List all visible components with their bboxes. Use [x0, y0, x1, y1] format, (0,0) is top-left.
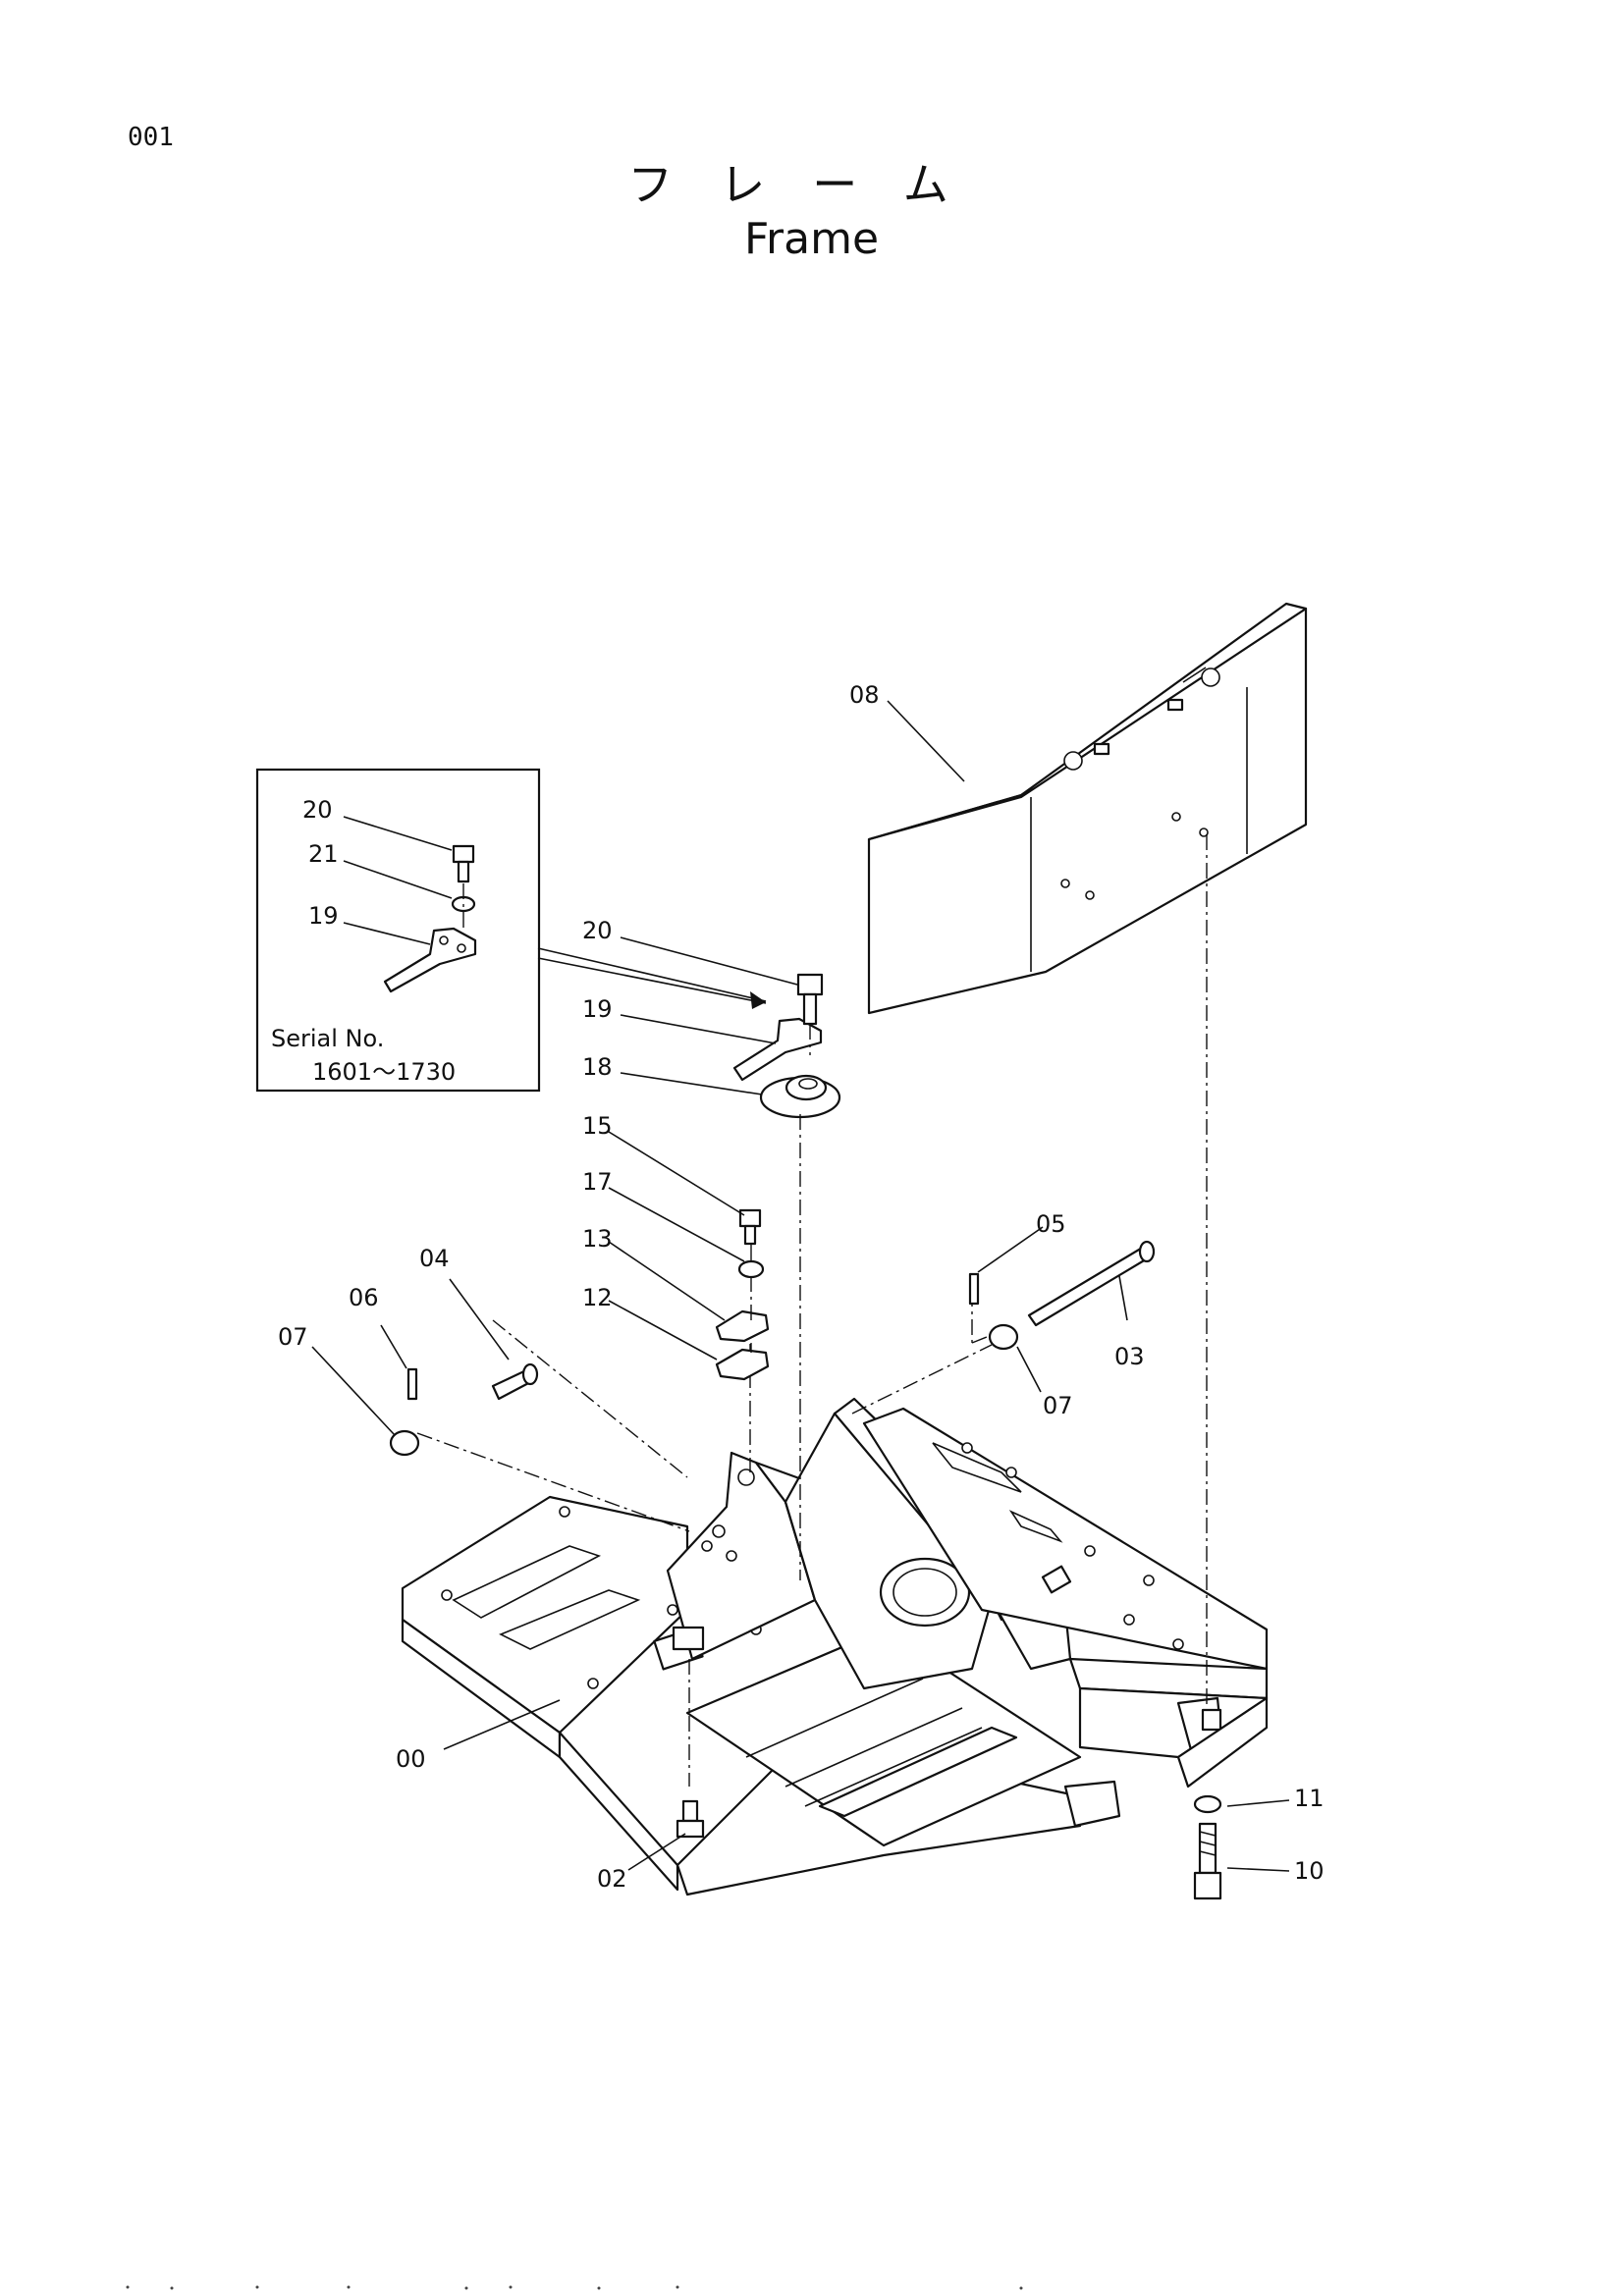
part-12-plate — [715, 1348, 770, 1381]
part-19-plate — [732, 1017, 823, 1082]
counterweight — [867, 602, 1308, 1015]
inset-callout-21: 21 — [308, 840, 339, 868]
callout-17: 17 — [582, 1168, 613, 1196]
page-title-japanese: フレーム — [627, 158, 996, 211]
part-02-bolt — [676, 1799, 705, 1839]
callout-03: 03 — [1114, 1343, 1145, 1370]
callout-00: 00 — [396, 1745, 426, 1773]
part-06-dowel — [406, 1367, 418, 1401]
part-13-plate — [715, 1309, 770, 1343]
inset-callout-20: 20 — [302, 796, 333, 824]
leader-lines — [311, 700, 1290, 1872]
part-17-washer — [737, 1259, 765, 1279]
part-07-bushing-left — [389, 1429, 420, 1457]
part-15-bolt — [738, 1208, 762, 1246]
callout-12: 12 — [582, 1284, 613, 1311]
callout-07-right: 07 — [1043, 1392, 1073, 1419]
page-number: 001 — [128, 123, 174, 152]
callout-08: 08 — [849, 681, 880, 709]
inset-callout-19: 19 — [308, 902, 339, 930]
callout-04: 04 — [419, 1245, 450, 1272]
callout-11: 11 — [1294, 1785, 1325, 1812]
part-10-bolt — [1193, 1822, 1222, 1900]
page-title-english: Frame — [743, 214, 880, 264]
callout-labels: 08 20 19 18 15 17 13 12 04 06 07 05 03 0… — [278, 681, 1325, 1893]
inset-serial-range: 1601～1730 — [312, 1058, 456, 1086]
inset-plate — [383, 927, 477, 993]
callout-06: 06 — [349, 1284, 379, 1311]
callout-10: 10 — [1294, 1857, 1325, 1885]
part-11-washer — [1193, 1794, 1222, 1814]
callout-05: 05 — [1036, 1210, 1066, 1238]
inset-bolt — [452, 844, 475, 883]
callout-15: 15 — [582, 1112, 613, 1140]
part-18-mount — [759, 1074, 841, 1119]
part-05-dowel — [968, 1272, 980, 1306]
callout-18: 18 — [582, 1053, 613, 1081]
callout-13: 13 — [582, 1225, 613, 1253]
part-04-pin — [491, 1362, 539, 1401]
part-03-pin — [1027, 1240, 1156, 1327]
inset-pointer-arrow — [537, 947, 767, 1009]
callout-20: 20 — [582, 917, 613, 944]
callout-07-left: 07 — [278, 1323, 308, 1351]
inset-serial-label: Serial No. — [271, 1025, 384, 1052]
part-07-bushing-right — [988, 1323, 1019, 1351]
serial-inset: 20 21 19 Serial No. 1601～1730 — [255, 768, 541, 1093]
main-frame — [401, 1291, 1269, 1896]
part-20-bolt — [796, 973, 824, 1026]
callout-02: 02 — [597, 1865, 627, 1893]
callout-19: 19 — [582, 995, 613, 1023]
scan-artifacts — [126, 2285, 1023, 2290]
